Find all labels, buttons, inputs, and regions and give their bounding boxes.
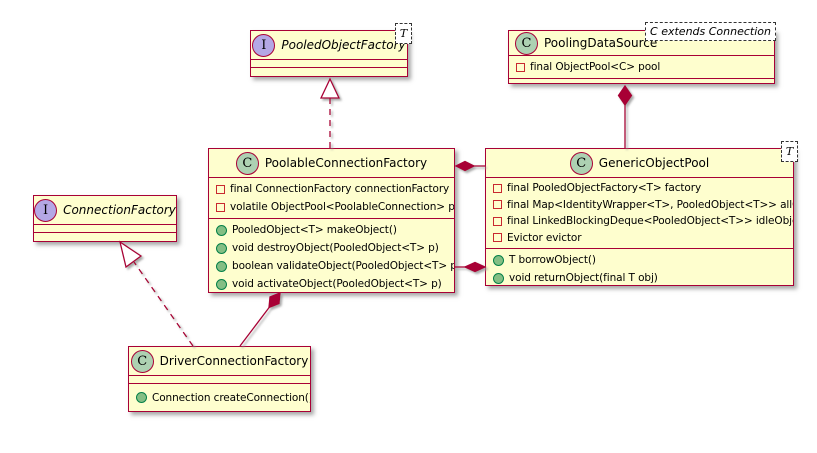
- method: void returnObject(final T obj): [486, 269, 793, 285]
- method: void activateObject(PooledObject<T> p): [209, 275, 454, 292]
- field: final ObjectPool<C> pool: [509, 58, 774, 76]
- field-text: final PooledObjectFactory<T> factory: [507, 182, 702, 195]
- public-method-icon: [493, 254, 504, 266]
- class-box-genericobjectpool: T C GenericObjectPool final PooledObject…: [485, 141, 798, 286]
- method-text: PooledObject<T> makeObject(): [232, 224, 397, 236]
- method: boolean validateObject(PooledObject<T> p…: [209, 257, 454, 275]
- class-name: ConnectionFactory: [63, 203, 176, 217]
- realization-arrow-driverconnectionfactory-to-connectionfactory: [118, 240, 194, 347]
- generic-type-note: C extends Connection: [645, 22, 776, 41]
- class-box-pooledobjectfactory: T I PooledObjectFactory: [250, 23, 412, 77]
- public-method-icon: [136, 392, 147, 403]
- class-header: C DriverConnectionFactory: [129, 347, 310, 375]
- field-text: final Map<IdentityWrapper<T>, PooledObje…: [507, 198, 793, 211]
- class-box-connectionfactory: I ConnectionFactory: [33, 195, 177, 242]
- private-field-icon: [216, 184, 225, 194]
- class-box-poolingdatasource: C extends Connection C PoolingDataSource…: [508, 22, 776, 84]
- private-field-icon: [516, 62, 525, 72]
- private-field-icon: [493, 183, 502, 193]
- method: Connection createConnection(): [129, 389, 310, 407]
- generic-type-tab: T: [395, 23, 412, 44]
- public-method-icon: [216, 242, 227, 254]
- method-text: T borrowObject(): [509, 254, 596, 266]
- private-field-icon: [216, 202, 225, 212]
- class-header: I PooledObjectFactory: [251, 31, 407, 59]
- methods-section-empty: [251, 67, 407, 76]
- field: final ConnectionFactory connectionFactor…: [209, 180, 454, 198]
- composition-edge-genericobjectpool-poolableconnectionfactory-bottom: [455, 261, 487, 273]
- class-name: PoolingDataSource: [544, 36, 658, 50]
- class-name: DriverConnectionFactory: [159, 354, 309, 368]
- fields-section-empty: [251, 59, 407, 67]
- composition-edge-poolableconnectionfactory-driverconnectionfactory: [239, 292, 281, 347]
- methods-section: T borrowObject() void returnObject(final…: [486, 248, 793, 285]
- public-method-icon: [216, 224, 227, 236]
- field: volatile ObjectPool<PoolableConnection> …: [209, 198, 454, 216]
- methods-section-empty: [509, 78, 774, 83]
- method-text: boolean validateObject(PooledObject<T> p…: [232, 260, 454, 272]
- class-name: PoolableConnectionFactory: [264, 156, 428, 170]
- private-field-icon: [493, 233, 502, 243]
- field-text: final ObjectPool<C> pool: [530, 61, 661, 73]
- fields-section-empty: [129, 375, 310, 383]
- public-method-icon: [216, 278, 227, 290]
- class-box-poolableconnectionfactory: C PoolableConnectionFactory final Connec…: [208, 148, 455, 293]
- fields-section: final ConnectionFactory connectionFactor…: [209, 177, 454, 218]
- method-text: void returnObject(final T obj): [509, 272, 658, 284]
- field: final Map<IdentityWrapper<T>, PooledObje…: [486, 197, 793, 214]
- class-header: C PoolableConnectionFactory: [209, 149, 454, 177]
- class-header: C GenericObjectPool: [486, 149, 793, 177]
- public-method-icon: [216, 260, 227, 272]
- private-field-icon: [493, 216, 502, 226]
- class-header: C PoolingDataSource: [509, 31, 774, 55]
- method: void destroyObject(PooledObject<T> p): [209, 239, 454, 257]
- realization-arrow-poolableconnectionfactory-to-pooledobjectfactory: [319, 77, 341, 148]
- methods-section: PooledObject<T> makeObject() void destro…: [209, 218, 454, 292]
- class-name: GenericObjectPool: [598, 156, 710, 170]
- class-name: PooledObjectFactory: [281, 38, 406, 52]
- fields-section-empty: [34, 224, 176, 232]
- interface-icon: I: [252, 33, 276, 57]
- method: T borrowObject(): [486, 251, 793, 269]
- private-field-icon: [493, 200, 502, 210]
- class-box-driverconnectionfactory: C DriverConnectionFactory Connection cre…: [128, 346, 311, 412]
- composition-edge-poolingdatasource-genericobjectpool: [617, 84, 633, 148]
- fields-section: final PooledObjectFactory<T> factory fin…: [486, 177, 793, 248]
- composition-edge-poolableconnectionfactory-genericobjectpool-top: [454, 160, 485, 172]
- field: final PooledObjectFactory<T> factory: [486, 180, 793, 197]
- method-text: Connection createConnection(): [152, 391, 310, 404]
- field-text: Evictor evictor: [507, 231, 582, 244]
- public-method-icon: [493, 272, 504, 284]
- generic-type-tab: T: [781, 141, 798, 162]
- field-text: volatile ObjectPool<PoolableConnection> …: [230, 201, 454, 213]
- method-text: void activateObject(PooledObject<T> p): [232, 278, 442, 290]
- class-icon: C: [130, 349, 154, 373]
- class-icon: C: [515, 31, 538, 55]
- field-text: final ConnectionFactory connectionFactor…: [230, 183, 450, 195]
- field: final LinkedBlockingDeque<PooledObject<T…: [486, 213, 793, 230]
- class-icon: C: [569, 151, 593, 175]
- methods-section-empty: [34, 232, 176, 241]
- methods-section: Connection createConnection(): [129, 383, 310, 411]
- method: PooledObject<T> makeObject(): [209, 221, 454, 239]
- field-text: final LinkedBlockingDeque<PooledObject<T…: [507, 215, 793, 228]
- interface-icon: I: [34, 198, 58, 222]
- class-icon: C: [235, 151, 259, 175]
- field: Evictor evictor: [486, 230, 793, 247]
- fields-section: final ObjectPool<C> pool: [509, 55, 774, 78]
- class-header: I ConnectionFactory: [34, 196, 176, 224]
- method-text: void destroyObject(PooledObject<T> p): [232, 242, 439, 254]
